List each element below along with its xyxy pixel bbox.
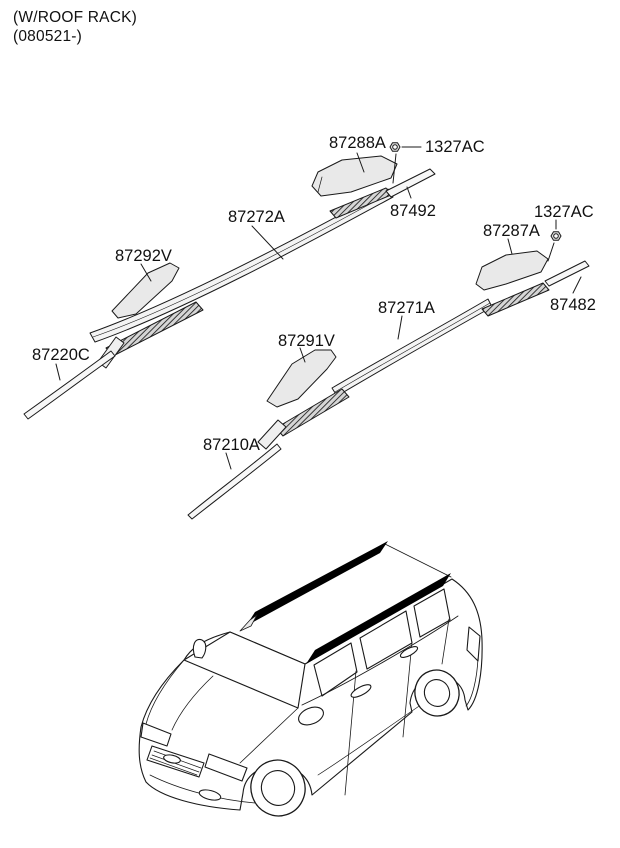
part-label-87292V: 87292V (115, 247, 172, 265)
roof-rack-cover-87287A (475, 250, 549, 291)
leader-87288A (356, 152, 365, 173)
leader-87287A (507, 238, 513, 255)
part-label-87482: 87482 (550, 296, 596, 314)
front-door-handle (350, 684, 372, 698)
leader-87482 (572, 276, 582, 294)
roof-rack-cover-87288A (311, 155, 398, 197)
hood-crease-far (145, 659, 185, 725)
leader-87210A (225, 452, 232, 470)
rear-bumper-line (465, 657, 479, 707)
leader-87292V (140, 263, 152, 282)
sliding-door-handle (399, 646, 419, 658)
front-door-window (313, 642, 358, 697)
mounting-nut-icon-top (389, 142, 401, 152)
roof-rack-cover-87291V (266, 349, 337, 408)
roof-rail-highlight-far (246, 541, 388, 626)
part-label-87272A: 87272A (228, 208, 285, 226)
part-label-87492: 87492 (390, 202, 436, 220)
roof-moulding-87220C (23, 350, 116, 420)
leader-nut-top-down (392, 153, 397, 184)
part-label-87220C: 87220C (32, 346, 90, 364)
part-label-87271A: 87271A (378, 299, 435, 317)
quarter-seam (441, 618, 450, 665)
rear-roof-edge (384, 543, 452, 578)
part-label-87288A: 87288A (329, 134, 386, 152)
leader-87271A (397, 315, 403, 340)
front-end-cap (257, 419, 287, 450)
cowl-fender-line (239, 707, 299, 764)
header-date-range: (080521-) (13, 28, 83, 45)
lower-rail-assembly (187, 231, 590, 520)
leader-87492 (406, 186, 412, 199)
rail-inner-line (334, 302, 491, 393)
headlight-far (140, 722, 172, 747)
leader-nut-side-down (547, 242, 555, 262)
roof-moulding-strip-87482 (544, 260, 590, 287)
side-mirror-near (298, 706, 324, 726)
rail-inner-line (92, 192, 391, 338)
quarter-window (413, 588, 451, 638)
part-label-1327AC-side: 1327AC (534, 203, 594, 221)
part-label-87210A: 87210A (203, 436, 260, 454)
part-labels: 87288A 1327AC 87272A 87492 87292V 87287A… (32, 134, 596, 454)
header-variant-note: (W/ROOF RACK) (13, 9, 138, 26)
beltline (301, 615, 459, 706)
hood-crease-mid (171, 675, 214, 731)
roof-rail-highlight-near (306, 573, 451, 664)
vehicle-illustration (138, 541, 483, 817)
leader-lines (55, 146, 582, 470)
brand-badge (163, 754, 181, 764)
headlight-near (204, 753, 248, 782)
mounting-nut-icon-side (550, 231, 562, 241)
fog-lamp (198, 789, 222, 801)
upper-rail-assembly (23, 142, 436, 420)
front-rim (260, 770, 296, 806)
rear-rim (423, 679, 451, 707)
cover-fold-line (317, 176, 323, 193)
part-label-87291V: 87291V (278, 332, 335, 350)
leader-87220C (55, 363, 61, 381)
roof-rack-rail-87272A (89, 188, 394, 343)
part-label-87287A: 87287A (483, 222, 540, 240)
leader-87272A (251, 225, 284, 260)
roof-rail-front-cap (239, 614, 258, 632)
rear-bracket-hatched (481, 282, 550, 317)
part-label-1327AC-top: 1327AC (425, 138, 485, 156)
roof-moulding-strip-87492 (385, 168, 436, 198)
roof-moulding-87210A (187, 443, 282, 520)
leader-87291V (299, 347, 306, 363)
grille-slat (149, 757, 198, 776)
roof-rack-cover-87292V (111, 262, 180, 319)
sliding-door-seam (402, 641, 413, 738)
page-header: (W/ROOF RACK) (080521-) (13, 8, 137, 46)
side-mirror-far (192, 638, 207, 659)
